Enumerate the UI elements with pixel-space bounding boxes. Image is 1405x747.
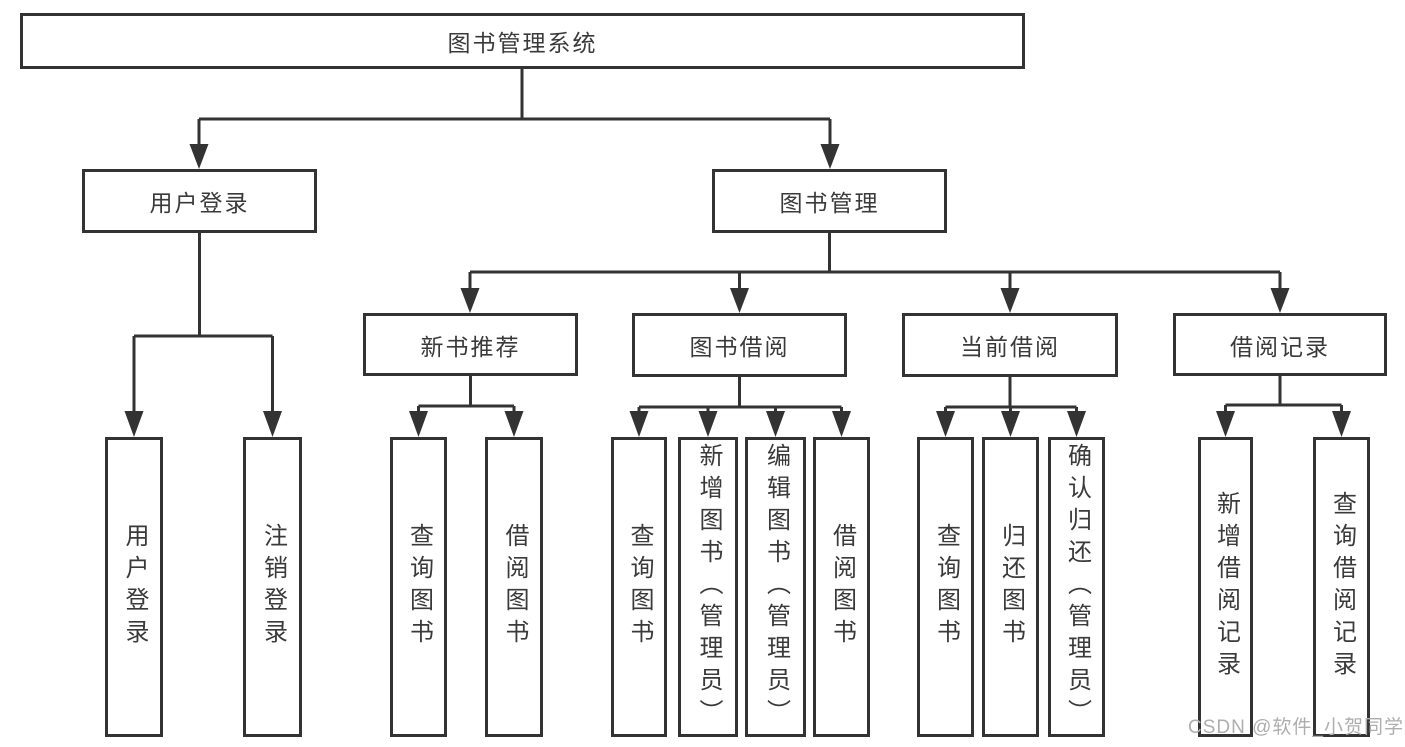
leaf-user-login-label: 用户登录: [121, 523, 148, 651]
node-current-borrow: 当前借阅: [902, 313, 1118, 377]
node-new-book-recommend: 新书推荐: [363, 313, 578, 376]
leaf-borrow-books-recommend: 借阅图书: [485, 437, 543, 737]
node-current-borrow-label: 当前借阅: [960, 334, 1060, 360]
leaf-add-book-admin-label: 新增图书（管理员）: [695, 443, 722, 731]
leaf-confirm-return-admin: 确认归还（管理员）: [1048, 437, 1105, 737]
leaf-query-books-borrow: 查询图书: [611, 437, 667, 737]
arrowhead-group: [124, 144, 1351, 437]
leaf-logout-label: 注销登录: [259, 523, 287, 651]
leaf-add-book-admin: 新增图书（管理员）: [678, 437, 738, 737]
leaf-query-borrow-record-label: 查询借阅记录: [1328, 491, 1356, 683]
leaf-edit-book-admin-label: 编辑图书（管理员）: [762, 443, 790, 731]
node-root: 图书管理系统: [20, 13, 1025, 69]
watermark: CSDN @软件_小贺同学: [1188, 717, 1404, 738]
leaf-confirm-return-admin-label: 确认归还（管理员）: [1063, 443, 1091, 731]
leaf-borrow-books: 借阅图书: [813, 437, 870, 737]
node-user-login-label: 用户登录: [149, 190, 250, 216]
node-book-borrow-label: 图书借阅: [689, 334, 790, 360]
node-borrow-records: 借阅记录: [1173, 313, 1387, 376]
node-borrow-records-label: 借阅记录: [1230, 333, 1330, 360]
leaf-query-books-current: 查询图书: [917, 437, 974, 737]
leaf-query-books-recommend: 查询图书: [390, 437, 447, 737]
node-new-book-recommend-label: 新书推荐: [420, 333, 521, 360]
node-user-login: 用户登录: [82, 169, 317, 233]
node-book-management-label: 图书管理: [779, 190, 880, 216]
leaf-logout: 注销登录: [243, 437, 302, 737]
leaf-query-borrow-record: 查询借阅记录: [1313, 437, 1370, 737]
leaf-query-books-current-label: 查询图书: [932, 523, 960, 651]
leaf-borrow-books-label: 借阅图书: [828, 523, 856, 651]
leaf-add-borrow-record-label: 新增借阅记录: [1212, 491, 1240, 683]
leaf-borrow-books-recommend-label: 借阅图书: [501, 523, 528, 651]
leaf-query-books-borrow-label: 查询图书: [626, 523, 653, 651]
leaf-return-book: 归还图书: [982, 437, 1039, 737]
leaf-return-book-label: 归还图书: [997, 523, 1025, 651]
node-root-label: 图书管理系统: [447, 30, 598, 56]
node-book-borrow: 图书借阅: [632, 313, 847, 377]
leaf-user-login: 用户登录: [105, 437, 163, 737]
leaf-query-books-recommend-label: 查询图书: [405, 523, 433, 651]
leaf-edit-book-admin: 编辑图书（管理员）: [745, 437, 806, 737]
node-book-management: 图书管理: [712, 169, 947, 233]
leaf-add-borrow-record: 新增借阅记录: [1198, 437, 1253, 737]
